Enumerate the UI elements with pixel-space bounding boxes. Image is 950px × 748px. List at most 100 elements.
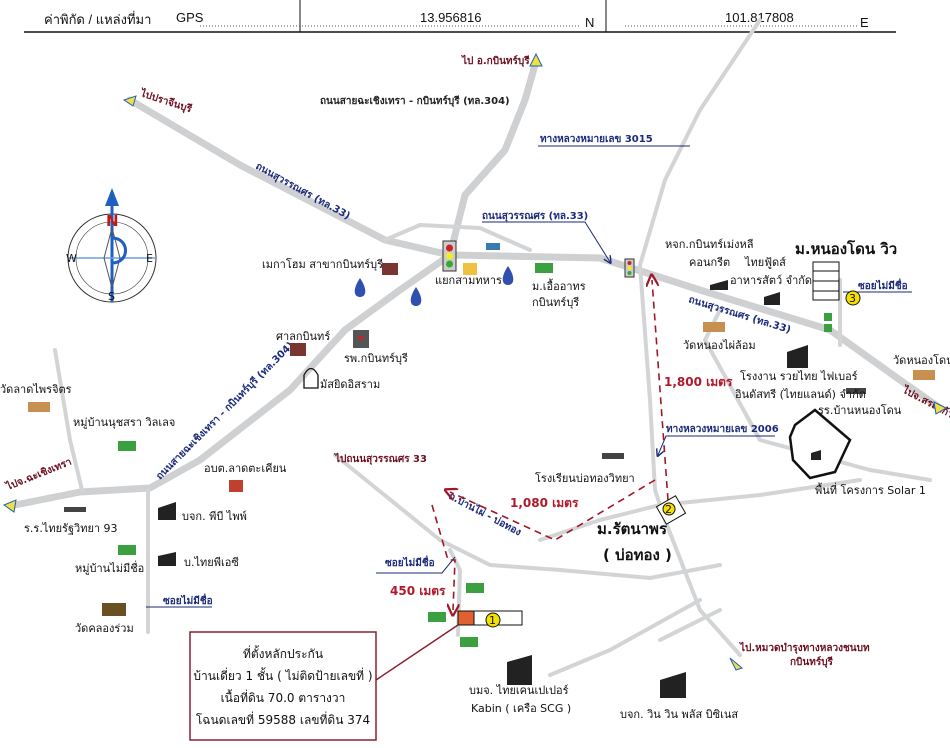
label-winwin: บจก. วิน วิน พลัส บิซิเนส: [620, 708, 738, 721]
solar-area-boundary: [788, 408, 852, 480]
traffic-light-icon: [442, 240, 457, 272]
traffic-light-icon: [624, 258, 635, 278]
label-wat-khlongruam: วัดคลองร่วม: [75, 622, 134, 635]
label-wat-latphrai: วัดลาดไพรจิตร: [0, 383, 72, 396]
label-thaikane-1: บมจ. ไทยเคนเปเปอร์: [469, 684, 569, 697]
collateral-info-box: ที่ตั้งหลักประกัน บ้านเดี่ยว 1 ชั้น ( ไม…: [189, 624, 459, 741]
direction-rural-1: ไป.หมวดบำรุงทางหลวงชนบท: [739, 641, 870, 654]
compass-e: E: [146, 252, 153, 265]
road-solar: [538, 478, 862, 542]
road-33: [126, 96, 944, 412]
label-fiber-2: อินดัสทรี (ไทยแลนด์) จำกัด: [735, 388, 866, 401]
label-thaifoods-2: อาหารสัตว์ จำกัด: [730, 274, 812, 287]
info-line-2: บ้านเดี่ยว 1 ชั้น ( ไม่ติดป้ายเลขที่ ): [193, 667, 372, 683]
label-wat-nongphai: วัดหนองไผ่ล้อม: [683, 339, 756, 352]
longitude-suffix: E: [860, 15, 869, 30]
label-concrete-1: หจก.กบินทร์เม่งหลี: [665, 238, 754, 251]
distance-1800: 1,800 เมตร: [664, 375, 733, 389]
direction-rd33: ไปถนนสุวรรณศร 33: [334, 452, 427, 465]
marker-3: 3: [845, 290, 861, 306]
road-label-33-nw: ถนนสุวรรณศร (ทล.33): [254, 161, 352, 222]
compass-w: W: [66, 252, 77, 265]
gas-station-icon: [354, 266, 514, 306]
coordinate-label: ค่าพิกัด / แหล่งที่มา: [44, 11, 151, 27]
road-label-soi-east: ซอยไม่มีชื่อ: [858, 278, 908, 292]
compass-s: S: [108, 290, 115, 303]
factory-icon: [158, 280, 821, 698]
arrow-icon: [933, 401, 948, 415]
label-hospital: รพ.กบินทร์บุรี: [344, 352, 408, 365]
label-wat-nongkhon: วัดหนองโดน: [893, 353, 950, 367]
info-line-3: เนื้อที่ดิน 70.0 ตารางวา: [221, 689, 346, 705]
distance-1080: 1,080 เมตร: [510, 496, 579, 510]
label-thaipec: บ.ไทยพีเอซี: [184, 556, 239, 569]
arrow-icon: [729, 657, 744, 671]
label-obt: อบต.ลาดตะเคียน: [204, 462, 287, 475]
school-icon: [64, 388, 866, 512]
road-3015: [638, 18, 762, 267]
distance-line-1800: [652, 280, 669, 501]
svg-text:2: 2: [665, 503, 672, 516]
place-labels: เมกาโฮม สาขากบินทร์บุรี แยกสามทหาร ม.เอื…: [0, 238, 950, 721]
road-304-southwest: [11, 251, 454, 509]
road-label-304-north: ถนนสายฉะเชิงเทรา - กบินทร์บุรี (ทล.304): [320, 95, 510, 107]
label-nutsara: หมู่บ้านนุชสรา วิลเลจ: [73, 416, 175, 429]
temple-icon: [28, 322, 935, 616]
road-left-north: [53, 348, 84, 492]
info-line-4: โฉนดเลขที่ 59588 เลขที่ดิน 374: [196, 711, 370, 727]
direction-chachoeng: ไปจ.ฉะเชิงเทรา: [3, 455, 73, 493]
longitude-value: 101.817808: [725, 10, 794, 25]
label-thaifoods-1: ไทยฟู้ดส์: [744, 256, 786, 269]
svg-text:3: 3: [849, 292, 856, 305]
label-pbpipe: บจก. พีบี ไพพ์: [182, 510, 247, 523]
road-label-2006: ทางหลวงหมายเลข 2006: [666, 424, 779, 435]
label-concrete-2: คอนกรีต: [689, 256, 730, 269]
label-fiber-1: โรงงาน รวยไทย ไฟเบอร์: [740, 369, 858, 383]
label-court: ศาลกบินทร์: [276, 330, 330, 343]
road-label-soi-west: ซอยไม่มีชื่อ: [163, 593, 213, 607]
arrow-icon: [529, 52, 543, 67]
label-mosque: มัสยิดอิสราม: [320, 378, 380, 391]
road-south-1: [548, 598, 702, 677]
label-village-noname: หมู่บ้านไม่มีชื่อ: [75, 560, 144, 575]
info-line-1: ที่ตั้งหลักประกัน: [243, 645, 323, 661]
label-school-bothong: โรงเรียนบ่อทองวิทยา: [535, 471, 635, 485]
label-solar: พื้นที่ โครงการ Solar 1: [815, 482, 926, 497]
road-304-north: [446, 61, 539, 259]
direction-rural-2: กบินทร์บุรี: [790, 656, 834, 668]
label-rattanaporn-1: ม.รัตนาพร: [597, 520, 668, 538]
landmark-icon: [463, 263, 477, 275]
label-euarthon-1: ม.เอื้ออาทร: [532, 278, 586, 293]
direction-sakaeo: ไปจ.สระแก้ว: [900, 383, 950, 421]
label-samthahan: แยกสามทหาร: [435, 274, 502, 287]
marker-1: 1: [485, 612, 501, 628]
latitude-value: 13.956816: [420, 10, 481, 25]
distance-450: 450 เมตร: [390, 584, 446, 598]
road-banphai: [333, 453, 722, 580]
latitude-suffix: N: [585, 15, 594, 30]
label-thaikane-2: Kabin ( เครือ SCG ): [471, 702, 571, 715]
mosque-icon: [303, 367, 319, 389]
distance-line-1080: [450, 479, 656, 541]
village-plot-nongkhon: [812, 261, 840, 301]
label-school-nongkhon: รร.บ้านหนองโดน: [818, 403, 902, 417]
building-icon: [290, 263, 398, 356]
compass-rose-icon: N S E W: [66, 188, 157, 303]
coordinate-header: ค่าพิกัด / แหล่งที่มา GPS 13.956816 N 10…: [24, 0, 896, 33]
road-label-soi-center: ซอยไม่มีชื่อ: [385, 555, 435, 569]
label-nongkhon-view: ม.หนองโดน วิว: [795, 239, 897, 258]
bus-icon: [486, 243, 500, 250]
distance-line-450: [431, 504, 455, 610]
label-rattanaporn-2: ( บ่อทอง ): [603, 546, 672, 564]
road-label-33-callout: ถนนสุวรรณศร (ทล.33): [482, 211, 588, 222]
marker-2: 2: [662, 502, 676, 516]
road-connector: [383, 223, 532, 252]
arrow-icon: [122, 95, 137, 107]
label-school-thairat: ร.ร.ไทยรัฐวิทยา 93: [24, 522, 118, 535]
road-label-304-sw: ถนนสายฉะเชิงเทรา - กบินทร์บุรี (ทล.304): [154, 340, 297, 483]
label-euarthon-2: กบินทร์บุรี: [532, 296, 579, 309]
coordinate-source: GPS: [176, 10, 204, 25]
village-icon: [118, 263, 832, 647]
government-office-icon: [229, 480, 243, 492]
